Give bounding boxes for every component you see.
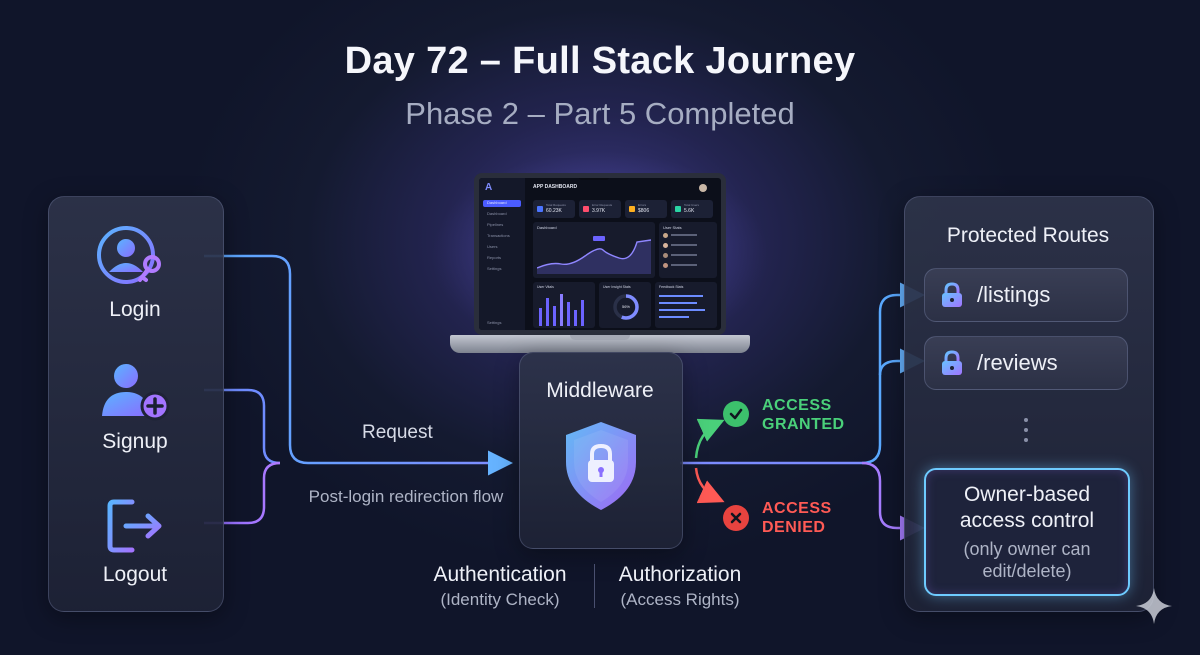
owner-access-title: Owner-based access control [959,483,1095,532]
donut-chart [613,294,639,320]
laptop-screen: A Dashboard Dashboard Pipelines Transact… [474,173,726,335]
owner-access-note: (only owner can edit/delete) [963,539,1091,581]
nav-item[interactable]: Users [487,244,498,249]
more-dot [1024,418,1028,422]
lock-icon [941,282,963,308]
stat-card: Total Users 5.6K [671,200,713,218]
users-bar-card: User Vitals [533,282,595,328]
divider [594,564,595,608]
route-path: /listings [977,282,1051,307]
nav-item[interactable]: Dashboard [487,200,507,205]
more-dot [1024,428,1028,432]
avatar[interactable] [699,184,707,192]
overview-chart-card: Dashboard [533,222,655,278]
request-label: Request [362,422,433,443]
stat-card: Total Requests 60.23K [533,200,575,218]
user-stats-card: User Stats [659,222,717,278]
page-subtitle: Phase 2 – Part 5 Completed [405,96,795,131]
nav-item[interactable]: Dashboard [487,211,507,216]
feedback-card: Feedback Stats [655,282,717,328]
authorization-label: Authorization [618,563,742,586]
camera-notch [579,178,609,180]
owner-access-card[interactable]: Owner-based access control (only owner c… [924,468,1130,596]
user-plus-icon [100,360,172,422]
shield-lock-icon [560,418,642,514]
bar-chart [539,294,584,326]
active-nav-highlight [483,200,521,207]
logout-icon [104,496,168,556]
engagement-card: User Insight Stats 56% [599,282,651,328]
route-card-listings[interactable]: /listings [924,268,1128,322]
check-icon [723,401,749,427]
login-label[interactable]: Login [109,298,161,321]
stat-card: Errors $806 [625,200,667,218]
laptop-hinge [570,335,630,340]
route-card-reviews[interactable]: /reviews [924,336,1128,390]
lock-icon [941,350,963,376]
more-dot [1024,438,1028,442]
laptop-base [450,335,750,353]
authorization-detail: (Access Rights) [620,590,740,609]
cross-icon [723,505,749,531]
nav-item[interactable]: Reports [487,255,502,260]
nav-item[interactable]: Settings [487,266,502,271]
logout-label[interactable]: Logout [102,563,168,586]
page-title: Day 72 – Full Stack Journey [344,40,856,82]
app-title: APP DASHBOARD [533,184,578,190]
line-chart [537,236,651,274]
stat-card: Error Requests 3.97K [579,200,621,218]
app-logo: A [485,182,493,193]
authentication-label: Authentication [433,563,567,586]
nav-footer[interactable]: Settings [487,320,502,325]
protected-routes-title: Protected Routes [946,224,1110,247]
access-granted-label: ACCESS GRANTED [762,397,845,433]
middleware-title: Middleware [546,379,654,402]
signup-label[interactable]: Signup [102,430,168,453]
authentication-detail: (Identity Check) [440,590,560,609]
user-key-icon [96,224,172,290]
nav-item[interactable]: Transactions [487,233,510,238]
route-path: /reviews [977,350,1058,375]
nav-item[interactable]: Pipelines [487,222,504,227]
access-denied-label: ACCESS DENIED [762,500,832,536]
sparkle-icon [1134,586,1174,626]
redirect-label: Post-login redirection flow [308,487,504,506]
